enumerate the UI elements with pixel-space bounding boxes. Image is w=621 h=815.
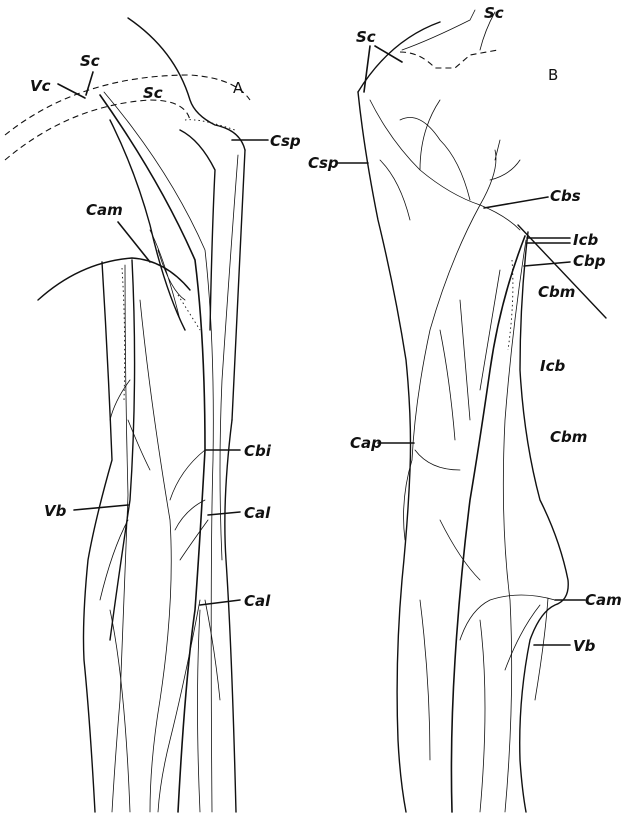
label-a-vb: Vb [44,502,67,520]
label-a-csp: Csp [270,132,301,150]
label-a-cal-upper: Cal [244,504,271,522]
dotted-guide-a1 [122,268,125,400]
nerve-sc-b [402,10,495,50]
leader-a-cam [118,222,150,262]
panel-b-label: B [548,66,558,84]
label-b-cbm-lower: Cbm [550,428,587,446]
nerve-branch-a8 [198,600,221,812]
nerve-branch-b5 [440,270,500,440]
panel-a-label: A [233,79,244,97]
label-a-cbi: Cbi [244,442,272,460]
limb-right-outline-b [520,232,569,812]
label-b-cam: Cam [585,591,621,609]
leader-a-vb [74,505,128,510]
nerve-branch-b2 [480,140,520,230]
nerve-trunk-a-parallel [104,92,213,812]
leader-a-vc [58,84,85,98]
label-b-csp: Csp [308,154,339,172]
forelimb-right-outline [225,420,236,812]
nerve-branch-b4 [460,595,555,700]
label-b-cbs: Cbs [550,187,581,205]
forelimb-left-outline [84,262,113,812]
nerve-branch-b1 [370,100,480,220]
nerve-trunk-b-left [412,205,480,460]
dotted-guide-a3 [178,295,200,330]
nerve-trunk-b-main [451,236,525,812]
upper-segment-right [232,150,245,420]
nerve-branch-a4 [110,610,130,812]
dashed-top-b [400,50,498,68]
leader-a-sc-top [86,72,93,95]
leader-b-cbp [524,262,570,266]
label-b-cbp: Cbp [573,252,606,270]
label-b-cap: Cap [350,434,382,452]
nerve-branch-b6 [420,520,485,812]
label-a-sc-inner: Sc [143,84,163,102]
label-b-sc-left: Sc [356,28,376,46]
forelimb-inner-left [110,260,135,640]
leader-b-sc-left-2 [375,46,402,62]
label-b-vb: Vb [573,637,596,655]
limb-left-outline-b [358,92,411,812]
label-a-cam: Cam [86,201,123,219]
panel-a: A Sc Vc Sc Csp Cam Cbi Vb Cal Cal [5,18,301,812]
label-a-vc: Vc [30,77,51,95]
section-arc-a [38,258,190,300]
nerve-branch-b3 [404,450,460,540]
label-a-sc-top: Sc [80,52,100,70]
leader-a-cal-upper [208,512,240,515]
label-a-cal-lower: Cal [244,592,271,610]
panel-b: B Sc Sc Csp Cbs Icb Cbp Cbm Icb Cap Cbm … [308,4,621,812]
label-b-cbm-upper: Cbm [538,283,575,301]
nerve-trunk-b-right [503,240,526,812]
leader-b-sc-left-1 [364,46,370,92]
label-b-icb-upper: Icb [573,231,598,249]
nerve-branch-a2 [140,300,171,812]
dashed-arc-inner [5,100,190,160]
leader-b-cbs [484,197,548,208]
leader-a-cal-lower [200,600,240,605]
label-b-icb-lower: Icb [540,357,565,375]
label-b-sc-right: Sc [484,4,504,22]
nerve-branch-a6 [150,230,185,320]
